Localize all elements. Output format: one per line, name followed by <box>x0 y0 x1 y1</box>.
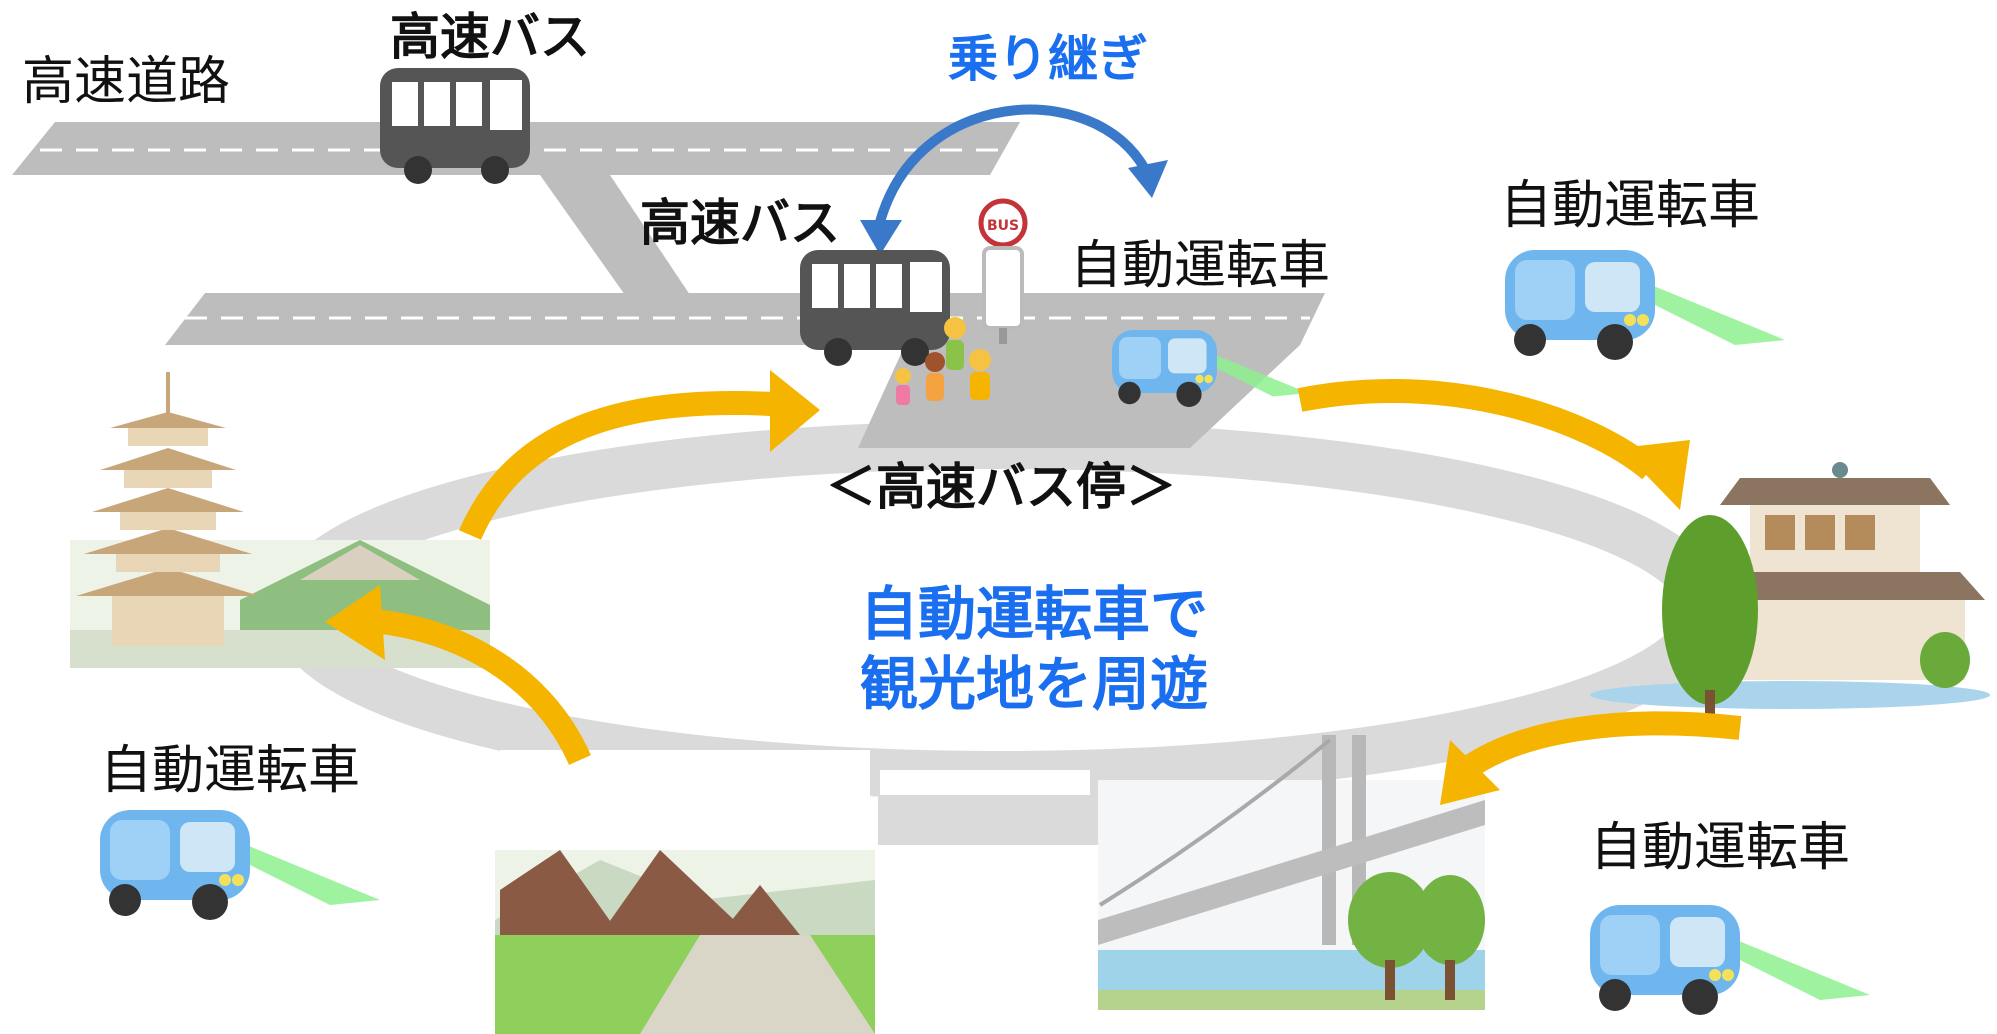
autonomous-vehicle-label-stop: 自動運転車 <box>1070 236 1331 296</box>
tour-text-line1: 自動運転車で <box>860 580 1209 648</box>
temple-pavilion-icon <box>1590 462 1990 715</box>
highway-bus-icon <box>800 250 950 366</box>
transfer-arrowhead-left <box>860 220 902 255</box>
transfer-arrow <box>875 104 1155 224</box>
transfer-label: 乗り継ぎ <box>948 30 1148 88</box>
tour-arrow <box>1457 711 1742 780</box>
tour-arrowhead <box>1620 440 1690 510</box>
autonomous-vehicle-icon <box>1590 905 1870 1015</box>
ramp-road <box>540 175 690 295</box>
five-story-pagoda-icon <box>70 372 490 668</box>
autonomous-vehicle-label-upper-right: 自動運転車 <box>1500 176 1761 236</box>
tour-arrowhead <box>770 370 820 452</box>
loop-gap <box>500 750 870 810</box>
highway-bus-label-mid: 高速バス <box>640 194 840 252</box>
suspension-bridge-icon <box>1098 735 1485 1010</box>
autonomous-vehicle-icon <box>100 810 380 920</box>
tour-arrow <box>1297 378 1658 480</box>
highway-label: 高速道路 <box>22 52 231 112</box>
tour-arrowhead <box>1440 740 1500 805</box>
autonomous-vehicle-label-lower-right: 自動運転車 <box>1590 818 1851 878</box>
transfer-arrowhead-right <box>1128 160 1168 198</box>
autonomous-vehicle-label-lower-left: 自動運転車 <box>100 741 361 801</box>
highway-bus-icon <box>380 68 530 184</box>
highway-bus-label-top: 高速バス <box>390 8 590 66</box>
bus-stop-caption: ＜高速バス停＞ <box>826 458 1176 516</box>
tour-arrow <box>359 608 591 766</box>
loop-segment <box>878 795 1098 845</box>
thatched-houses-icon <box>495 850 875 1034</box>
bus-sign-text: BUS <box>987 218 1019 234</box>
tour-arrow <box>458 391 791 540</box>
tour-text-line2: 観光地を周遊 <box>860 650 1209 718</box>
passengers-icon <box>895 317 991 405</box>
bus-stop-sign-icon: BUS <box>978 198 1028 344</box>
autonomous-vehicle-icon <box>1505 250 1785 360</box>
tour-arrowhead <box>325 585 385 660</box>
